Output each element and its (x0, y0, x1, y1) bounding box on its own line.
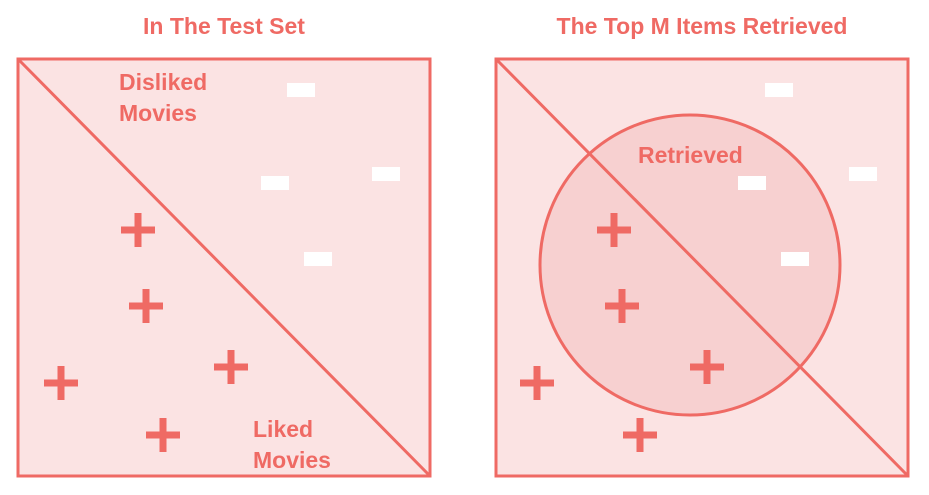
plus-icon (690, 350, 724, 384)
right-panel-diagonal (494, 57, 910, 478)
minus-icon (781, 252, 809, 266)
minus-icon (372, 167, 400, 181)
minus-icon (304, 252, 332, 266)
liked-label-line2: Movies (253, 447, 331, 473)
plus-icon (597, 213, 631, 247)
plus-icon (121, 213, 155, 247)
plus-icon (520, 366, 554, 400)
minus-icon (765, 83, 793, 97)
right-panel-title: The Top M Items Retrieved (556, 13, 848, 39)
retrieved-label: Retrieved (638, 142, 743, 168)
right-panel: Retrieved (494, 57, 910, 478)
minus-icon (738, 176, 766, 190)
disliked-label-line1: Disliked (119, 69, 207, 95)
minus-icon (849, 167, 877, 181)
left-panel-marks (44, 83, 400, 452)
plus-icon (44, 366, 78, 400)
right-panel-marks (520, 83, 877, 452)
plus-icon (214, 350, 248, 384)
liked-label-line1: Liked (253, 416, 313, 442)
minus-icon (261, 176, 289, 190)
plus-icon (605, 289, 639, 323)
plus-icon (129, 289, 163, 323)
left-panel: Disliked Movies Liked Movies (16, 57, 432, 478)
disliked-label-line2: Movies (119, 100, 197, 126)
left-panel-title: In The Test Set (143, 13, 305, 39)
minus-icon (287, 83, 315, 97)
plus-icon (623, 418, 657, 452)
left-panel-diagonal (16, 57, 432, 478)
plus-icon (146, 418, 180, 452)
